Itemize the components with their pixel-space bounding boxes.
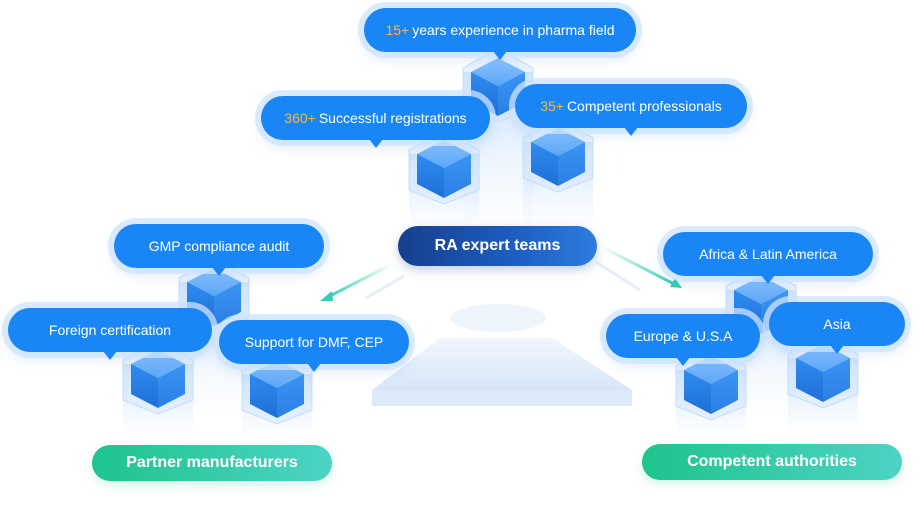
- stat-number: 360+: [284, 110, 316, 126]
- stat-number: 35+: [540, 98, 564, 114]
- region-text: Africa & Latin America: [699, 246, 837, 262]
- region-text: Asia: [823, 316, 851, 332]
- center-label: RA expert teams: [398, 226, 597, 266]
- bubble-tail: [676, 357, 690, 366]
- cube-asia: [787, 333, 859, 440]
- service-bubble-dmf-cep: Support for DMF, CEP: [219, 320, 409, 372]
- center-platform: [372, 304, 632, 406]
- service-bubble-gmp-audit: GMP compliance audit: [114, 224, 324, 276]
- stat-text: Competent professionals: [566, 98, 722, 114]
- stat-bubble-professionals: 35+ Competent professionals: [515, 84, 747, 136]
- group-label-competent-authorities: Competent authorities: [642, 444, 902, 480]
- stat-text: years experience in pharma field: [412, 22, 615, 38]
- cube-registrations: [408, 129, 480, 236]
- service-text: Support for DMF, CEP: [244, 334, 384, 350]
- bubble-tail: [624, 127, 638, 136]
- stat-bubble-registrations: 360+ Successful registrations: [261, 96, 490, 148]
- cube-europe-usa: [675, 345, 747, 440]
- region-bubble-africa-latin-america: Africa & Latin America: [663, 232, 873, 284]
- bubble-tail: [830, 345, 844, 354]
- bubble-tail: [212, 267, 226, 276]
- stat-number: 15+: [385, 22, 410, 38]
- stat-text: Successful registrations: [318, 110, 467, 126]
- cube-dmf-cep: [241, 349, 313, 440]
- service-text: Foreign certification: [48, 322, 172, 338]
- bubble-tail: [368, 139, 383, 148]
- region-bubble-europe-usa: Europe & U.S.A: [606, 314, 760, 366]
- arrow-to-partners: [320, 262, 405, 301]
- region-text: Europe & U.S.A: [633, 328, 733, 344]
- region-bubble-asia: Asia: [769, 302, 905, 354]
- arrow-to-authorities: [595, 244, 682, 292]
- stat-bubble-experience: 15+ years experience in pharma field: [364, 8, 636, 60]
- bubble-tail: [307, 363, 321, 372]
- service-text: GMP compliance audit: [148, 238, 290, 254]
- cube-foreign-certification: [122, 339, 194, 440]
- cube-professionals: [522, 117, 594, 236]
- bubble-tail: [761, 275, 775, 284]
- bubble-tail: [103, 351, 117, 360]
- bubble-tail: [493, 51, 507, 60]
- group-label-partner-manufacturers: Partner manufacturers: [92, 445, 332, 481]
- service-bubble-foreign-certification: Foreign certification: [8, 308, 212, 360]
